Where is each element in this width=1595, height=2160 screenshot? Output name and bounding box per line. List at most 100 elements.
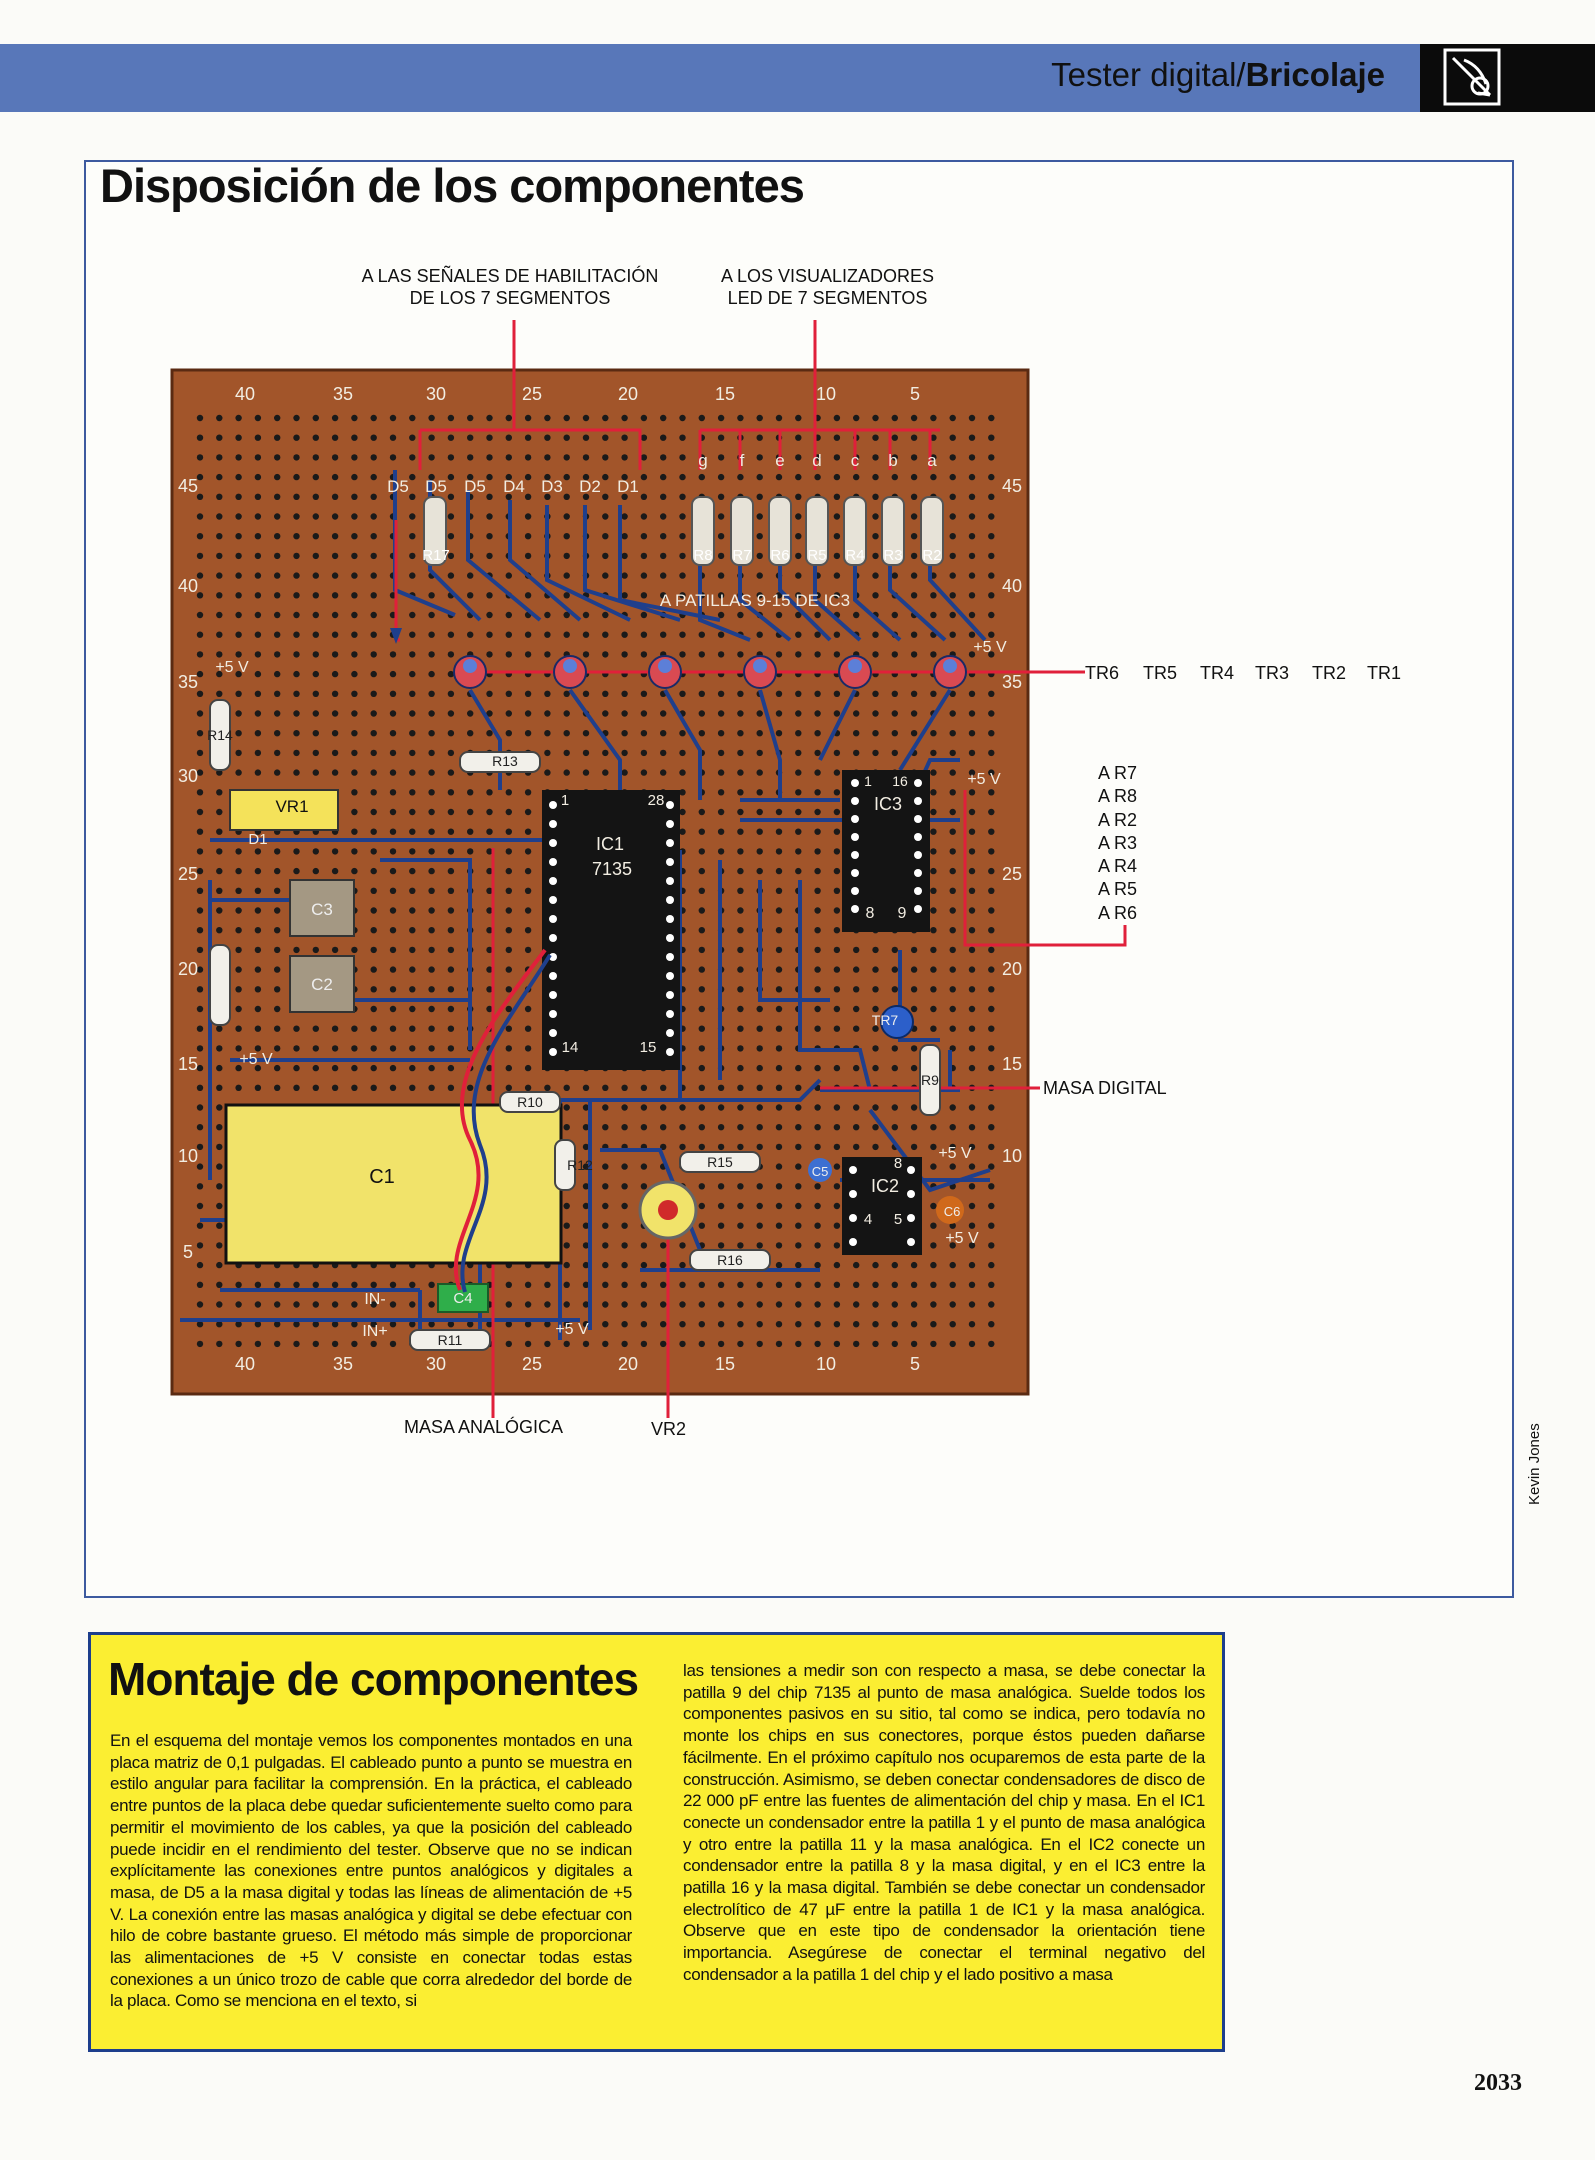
ic3-pin	[851, 887, 859, 895]
board-hole	[602, 1202, 609, 1210]
board-hole	[640, 730, 648, 737]
board-hole	[930, 1202, 937, 1210]
row-number-left: 35	[178, 672, 198, 692]
column-number-bottom: 15	[715, 1354, 735, 1374]
board-hole	[853, 1124, 860, 1131]
board-hole	[370, 454, 377, 461]
board-hole	[968, 1005, 976, 1013]
board-hole	[216, 611, 223, 619]
board-hole	[621, 533, 628, 540]
c2-label: C2	[311, 975, 333, 994]
board-hole	[293, 1025, 300, 1032]
label-enable-line-1: A LAS SEÑALES DE HABILITACIÓN	[361, 266, 659, 286]
board-hole	[891, 651, 898, 658]
board-hole	[833, 533, 841, 540]
board-hole	[698, 907, 705, 914]
board-hole	[949, 592, 956, 599]
board-hole	[351, 611, 358, 619]
board-hole	[640, 434, 648, 441]
board-hole	[698, 414, 705, 422]
board-hole	[196, 1242, 204, 1249]
board-hole	[949, 808, 956, 816]
board-hole	[872, 493, 879, 500]
board-hole	[988, 552, 995, 560]
ic1-pin	[666, 877, 674, 885]
board-hole	[312, 1084, 319, 1092]
board-hole	[621, 1301, 628, 1308]
board-hole	[717, 592, 725, 599]
board-hole	[698, 710, 705, 717]
board-hole	[331, 946, 339, 954]
board-hole	[505, 808, 512, 816]
board-hole	[409, 848, 416, 855]
board-hole	[853, 749, 860, 757]
board-hole	[447, 927, 455, 934]
board-hole	[447, 986, 455, 993]
board-hole	[660, 414, 667, 422]
label-led-line-1: A LOS VISUALIZADORES	[720, 266, 935, 286]
board-hole	[254, 769, 262, 776]
board-hole	[351, 1045, 358, 1052]
board-hole	[949, 631, 956, 638]
column-number-top: 30	[426, 384, 446, 404]
board-hole	[930, 749, 937, 757]
board-hole	[679, 789, 686, 796]
board-hole	[795, 808, 802, 816]
board-hole	[486, 1005, 493, 1013]
board-hole	[235, 966, 242, 973]
ic1-pin	[666, 991, 674, 999]
board-hole	[814, 1321, 821, 1328]
board-hole	[679, 769, 686, 776]
board-hole	[582, 454, 590, 461]
board-hole	[524, 1084, 532, 1092]
board-hole	[988, 730, 995, 737]
board-hole	[196, 552, 204, 560]
board-hole	[351, 592, 358, 599]
ic1-pin	[666, 953, 674, 961]
board-hole	[447, 867, 455, 875]
board-hole	[930, 1321, 937, 1328]
board-hole	[717, 611, 725, 619]
board-hole	[698, 1143, 705, 1151]
board-hole	[775, 730, 783, 737]
board-hole	[293, 848, 300, 855]
digit-label: D2	[579, 477, 601, 496]
board-hole	[833, 631, 841, 638]
board-hole	[988, 473, 995, 481]
ic3-pin	[914, 905, 922, 913]
board-hole	[949, 1222, 956, 1229]
board-hole	[524, 493, 532, 500]
board-hole	[660, 572, 667, 579]
board-hole	[389, 690, 397, 697]
board-hole	[968, 1183, 976, 1190]
board-hole	[563, 434, 570, 441]
board-hole	[814, 1281, 821, 1289]
board-hole	[196, 1321, 204, 1328]
board-hole	[775, 1124, 783, 1131]
board-hole	[447, 1321, 455, 1328]
board-hole	[717, 1340, 725, 1348]
board-hole	[216, 1163, 223, 1170]
board-hole	[737, 611, 744, 619]
board-hole	[447, 473, 455, 481]
board-hole	[409, 631, 416, 638]
board-hole	[795, 1222, 802, 1229]
board-hole	[930, 1163, 937, 1170]
board-hole	[814, 808, 821, 816]
board-hole	[968, 611, 976, 619]
board-hole	[216, 1143, 223, 1151]
board-hole	[872, 730, 879, 737]
board-hole	[370, 533, 377, 540]
board-hole	[814, 887, 821, 894]
board-hole	[910, 690, 918, 697]
board-hole	[524, 454, 532, 461]
board-hole	[833, 946, 841, 954]
board-hole	[370, 710, 377, 717]
board-hole	[196, 473, 204, 481]
column-number-top: 15	[715, 384, 735, 404]
board-hole	[216, 789, 223, 796]
board-hole	[872, 651, 879, 658]
board-hole	[891, 1124, 898, 1131]
board-hole	[621, 710, 628, 717]
board-hole	[447, 789, 455, 796]
